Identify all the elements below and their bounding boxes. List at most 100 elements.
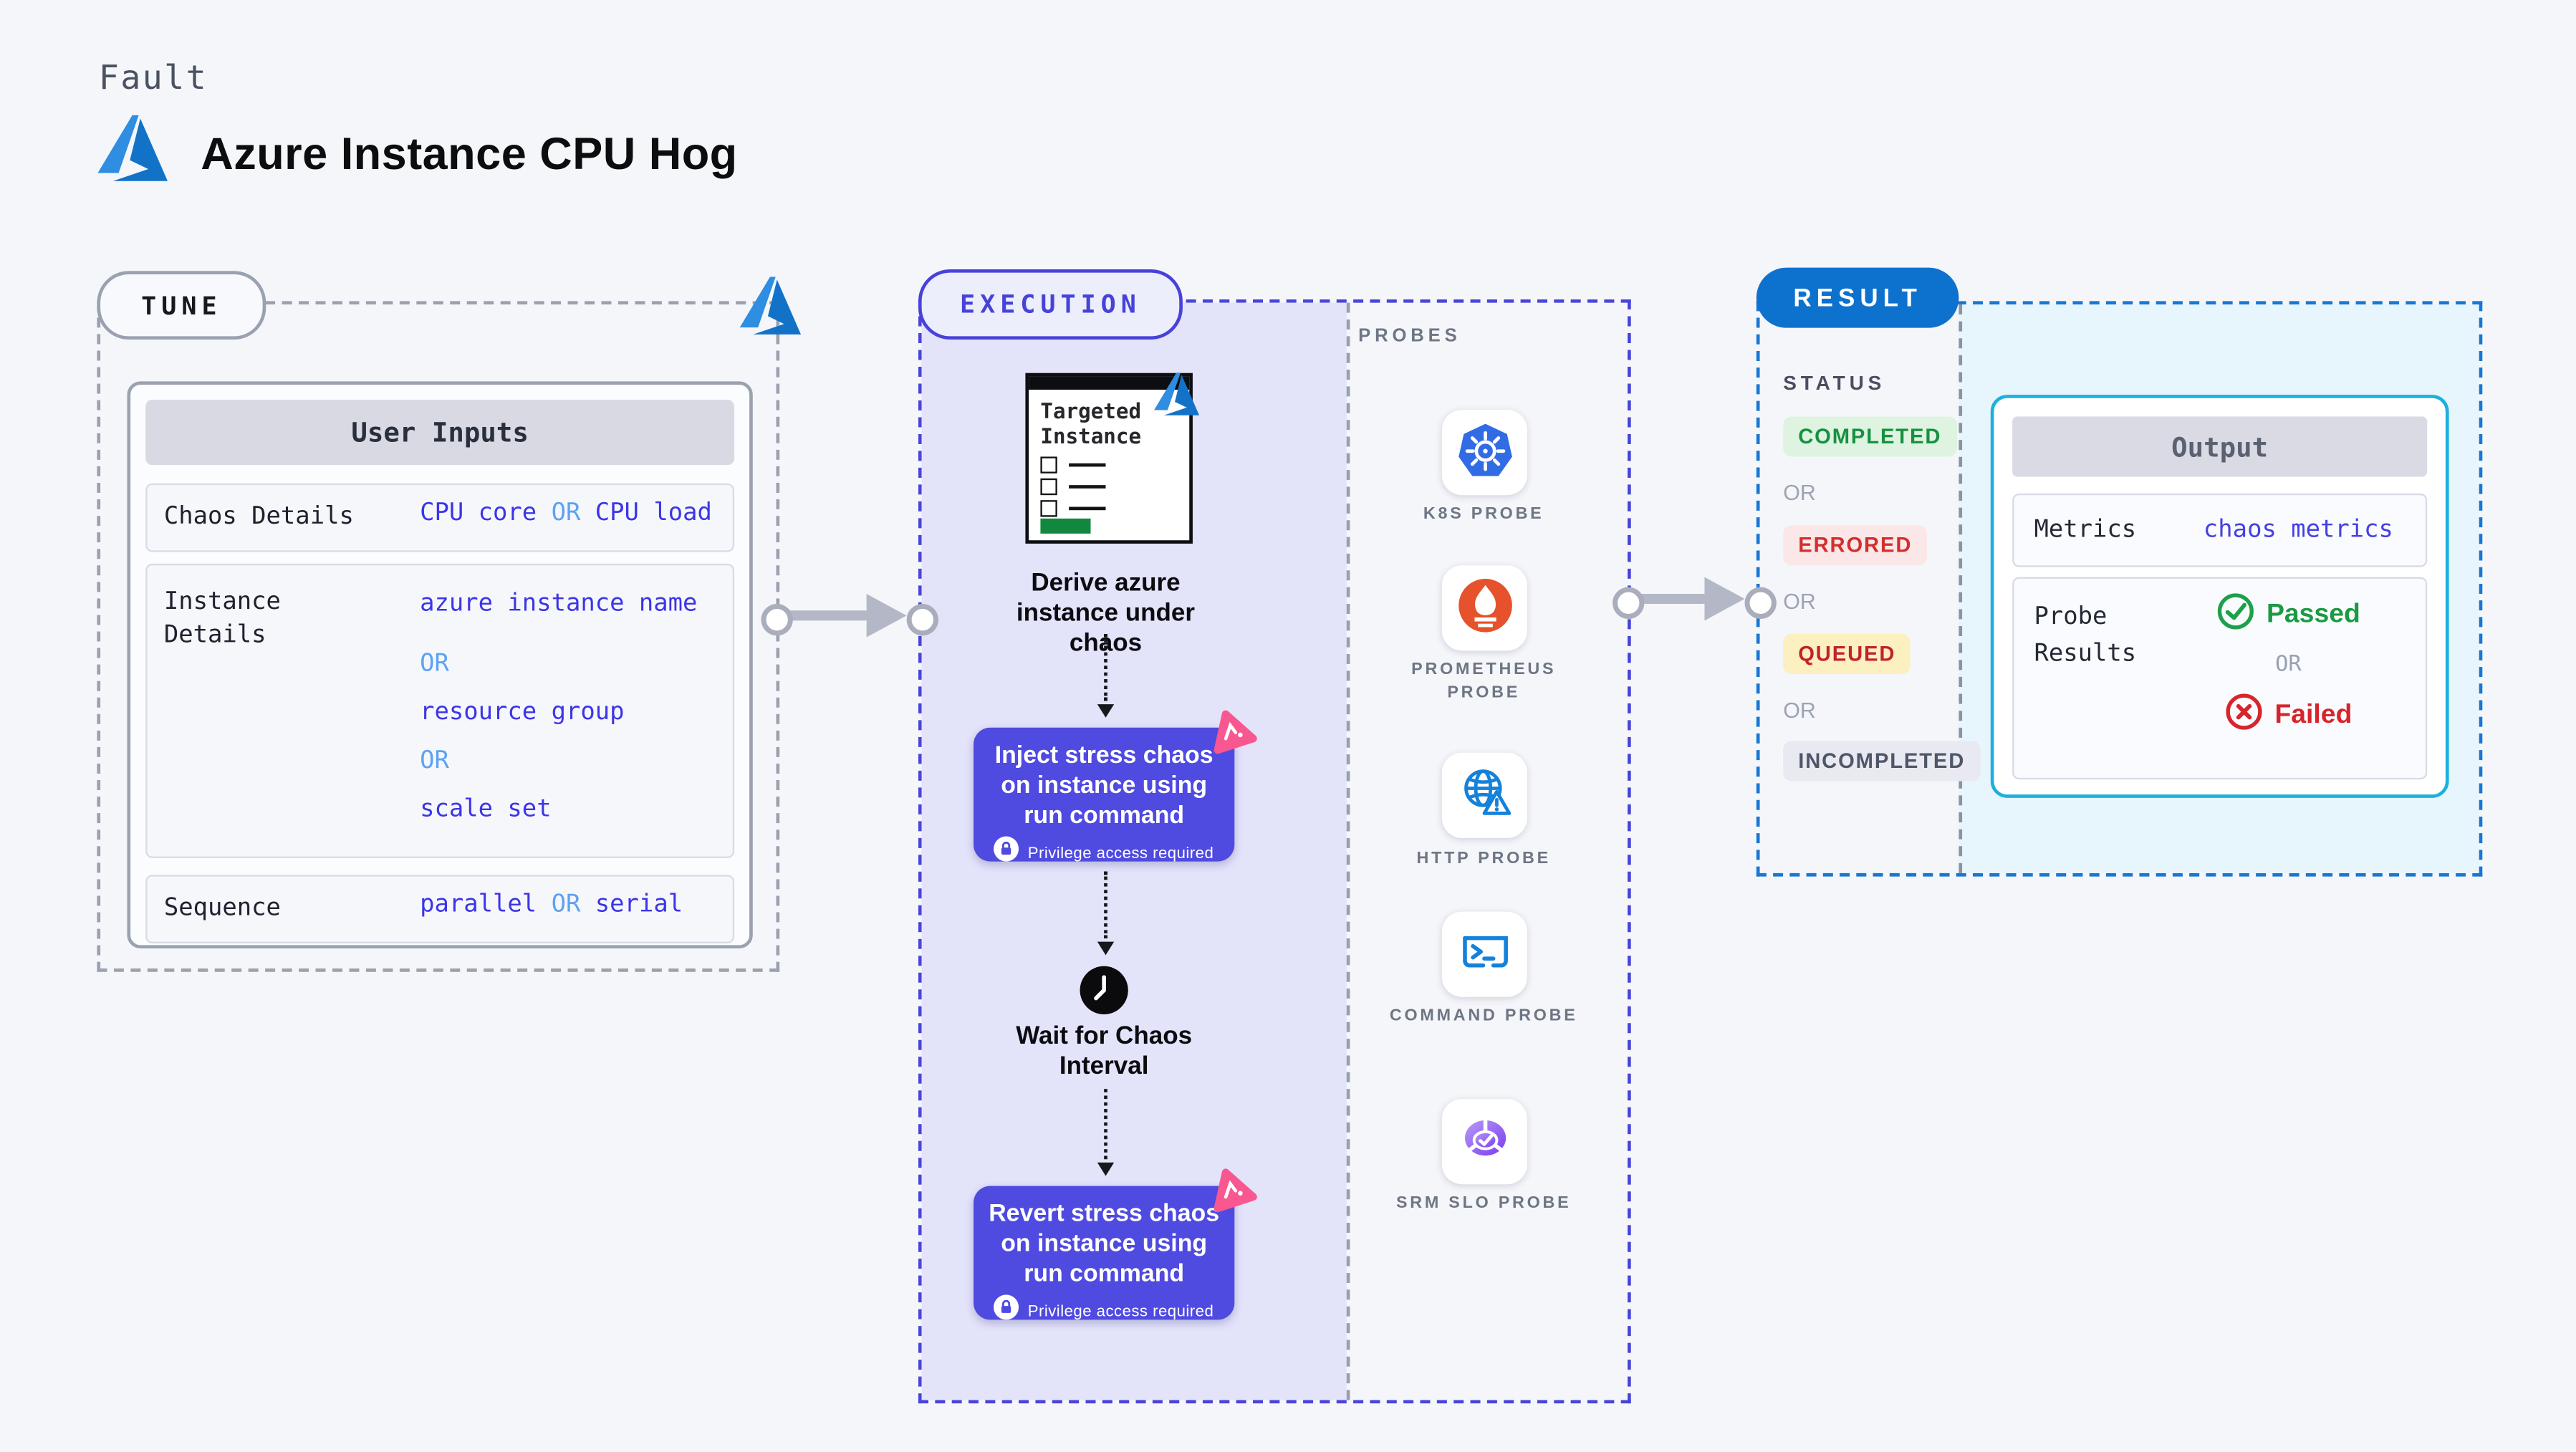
- execution-pill: EXECUTION: [918, 269, 1183, 340]
- status-title: STATUS: [1783, 371, 1886, 395]
- passed-label: Passed: [2266, 600, 2360, 628]
- row-label: Instance Details: [163, 588, 281, 650]
- privilege-label: Privilege access required: [1027, 1302, 1214, 1321]
- value-option: CPU load: [595, 500, 712, 527]
- text-line: [1069, 506, 1106, 511]
- privilege-row: Privilege access required: [974, 1294, 1234, 1328]
- status-badge-incompleted: INCOMPLETED: [1783, 741, 1981, 782]
- connector-dot: [1744, 587, 1777, 619]
- flow-connector: [1104, 634, 1107, 701]
- or-separator: OR: [551, 891, 581, 918]
- inject-step-node: Inject stress chaos on instance using ru…: [974, 727, 1235, 862]
- value-option: parallel: [420, 891, 537, 918]
- connector-dot: [906, 603, 938, 636]
- privilege-label: Privilege access required: [1027, 844, 1214, 862]
- flow-connector-arrowhead: [1097, 704, 1115, 718]
- probe-label: HTTP PROBE: [1416, 850, 1551, 868]
- azure-logo-icon: [95, 110, 176, 197]
- flow-connector: [1104, 1089, 1107, 1160]
- or-separator: OR: [1783, 480, 1816, 506]
- checkbox-row: [1040, 500, 1106, 517]
- value-option: resource group: [420, 699, 625, 726]
- connector-dot: [1613, 587, 1645, 619]
- check-circle-icon: [2216, 592, 2255, 638]
- fault-kicker: Fault: [98, 57, 208, 97]
- or-separator: OR: [420, 650, 449, 678]
- failed-row: Failed: [2224, 693, 2352, 738]
- user-inputs-header: User Inputs: [145, 400, 735, 466]
- x-circle-icon: [2224, 693, 2263, 738]
- srm-slo-icon: [1456, 1110, 1513, 1173]
- text-line: [1069, 485, 1106, 489]
- targeted-instance-card: Targeted Instance: [1025, 372, 1193, 544]
- flow-arrow-head: [1704, 577, 1745, 621]
- row-label: Metrics: [2034, 516, 2137, 544]
- checkbox-row: [1040, 478, 1106, 496]
- http-globe-icon: [1456, 764, 1513, 827]
- status-badge-queued: QUEUED: [1783, 634, 1911, 675]
- tune-section-box: [97, 301, 780, 972]
- brand: Azure Instance CPU Hog: [95, 110, 738, 197]
- step-text: Revert stress chaos on instance using ru…: [989, 1201, 1220, 1289]
- litmus-chaos-icon: [1201, 701, 1260, 760]
- derive-caption: Derive azure instance under chaos: [1016, 568, 1196, 658]
- passed-row: Passed: [2216, 592, 2360, 638]
- or-separator: OR: [1783, 697, 1816, 723]
- checkbox-icon: [1040, 478, 1057, 496]
- flow-arrow-head: [866, 593, 907, 638]
- user-inputs-table: User Inputs Chaos Details CPU core OR CP…: [127, 381, 753, 949]
- failed-label: Failed: [2274, 700, 2352, 729]
- progress-bar: [1040, 518, 1091, 534]
- probe-results-values: Passed OR Failed: [2158, 592, 2418, 738]
- or-separator: OR: [2275, 652, 2302, 678]
- probe-card-srm-slo: [1441, 1099, 1527, 1185]
- lock-icon: [994, 1294, 1020, 1328]
- row-value: CPU core OR CPU load: [420, 500, 712, 527]
- row-label: Sequence: [163, 895, 281, 922]
- probe-card-k8s: [1441, 410, 1527, 496]
- flow-connector-arrowhead: [1097, 1162, 1115, 1176]
- status-badge-errored: ERRORED: [1783, 525, 1928, 566]
- metrics-value: chaos metrics: [2203, 516, 2393, 544]
- flow-arrow-shaft: [1634, 593, 1708, 604]
- or-separator: OR: [1783, 588, 1816, 614]
- litmus-chaos-icon: [1201, 1160, 1260, 1218]
- flow-arrow-shaft: [782, 610, 870, 621]
- output-card: Output Metrics chaos metrics Probe Resul…: [1990, 395, 2449, 798]
- clock-icon: [1079, 965, 1129, 1021]
- value-option: azure instance name: [420, 590, 698, 617]
- table-row-instance-details: Instance Details azure instance name OR …: [145, 563, 735, 858]
- prometheus-icon: [1456, 576, 1513, 640]
- probe-label: SRM SLO PROBE: [1395, 1194, 1572, 1213]
- probe-label: K8S PROBE: [1423, 505, 1544, 524]
- probe-label: PROMETHEUS PROBE: [1411, 660, 1557, 703]
- privilege-row: Privilege access required: [974, 836, 1234, 870]
- status-badge-completed: COMPLETED: [1783, 416, 1957, 457]
- card-titlebar: [1029, 376, 1190, 390]
- wait-caption: Wait for Chaos Interval: [1016, 1021, 1193, 1081]
- row-label: Probe Results: [2034, 603, 2137, 668]
- row-label: Chaos Details: [163, 503, 354, 531]
- probe-card-command: [1441, 911, 1527, 997]
- value-option: serial: [595, 891, 683, 918]
- or-separator: OR: [551, 500, 581, 527]
- checkbox-icon: [1040, 456, 1057, 473]
- row-value: parallel OR serial: [420, 892, 683, 918]
- or-separator: OR: [420, 747, 449, 775]
- lock-icon: [994, 836, 1020, 870]
- output-row-metrics: Metrics chaos metrics: [2012, 493, 2428, 567]
- probe-card-prometheus: [1441, 565, 1527, 651]
- connector-dot: [761, 603, 793, 636]
- flow-connector: [1104, 871, 1107, 938]
- probes-title: PROBES: [1358, 326, 1461, 347]
- output-header: Output: [2012, 416, 2428, 477]
- card-title: Targeted Instance: [1040, 398, 1142, 448]
- flow-connector-arrowhead: [1097, 941, 1115, 956]
- azure-logo-icon: [1153, 370, 1204, 428]
- probe-label: COMMAND PROBE: [1389, 1006, 1578, 1026]
- azure-logo-icon: [738, 273, 808, 350]
- page-title: Azure Instance CPU Hog: [201, 128, 738, 178]
- command-terminal-icon: [1456, 923, 1513, 986]
- probe-card-http: [1441, 752, 1527, 838]
